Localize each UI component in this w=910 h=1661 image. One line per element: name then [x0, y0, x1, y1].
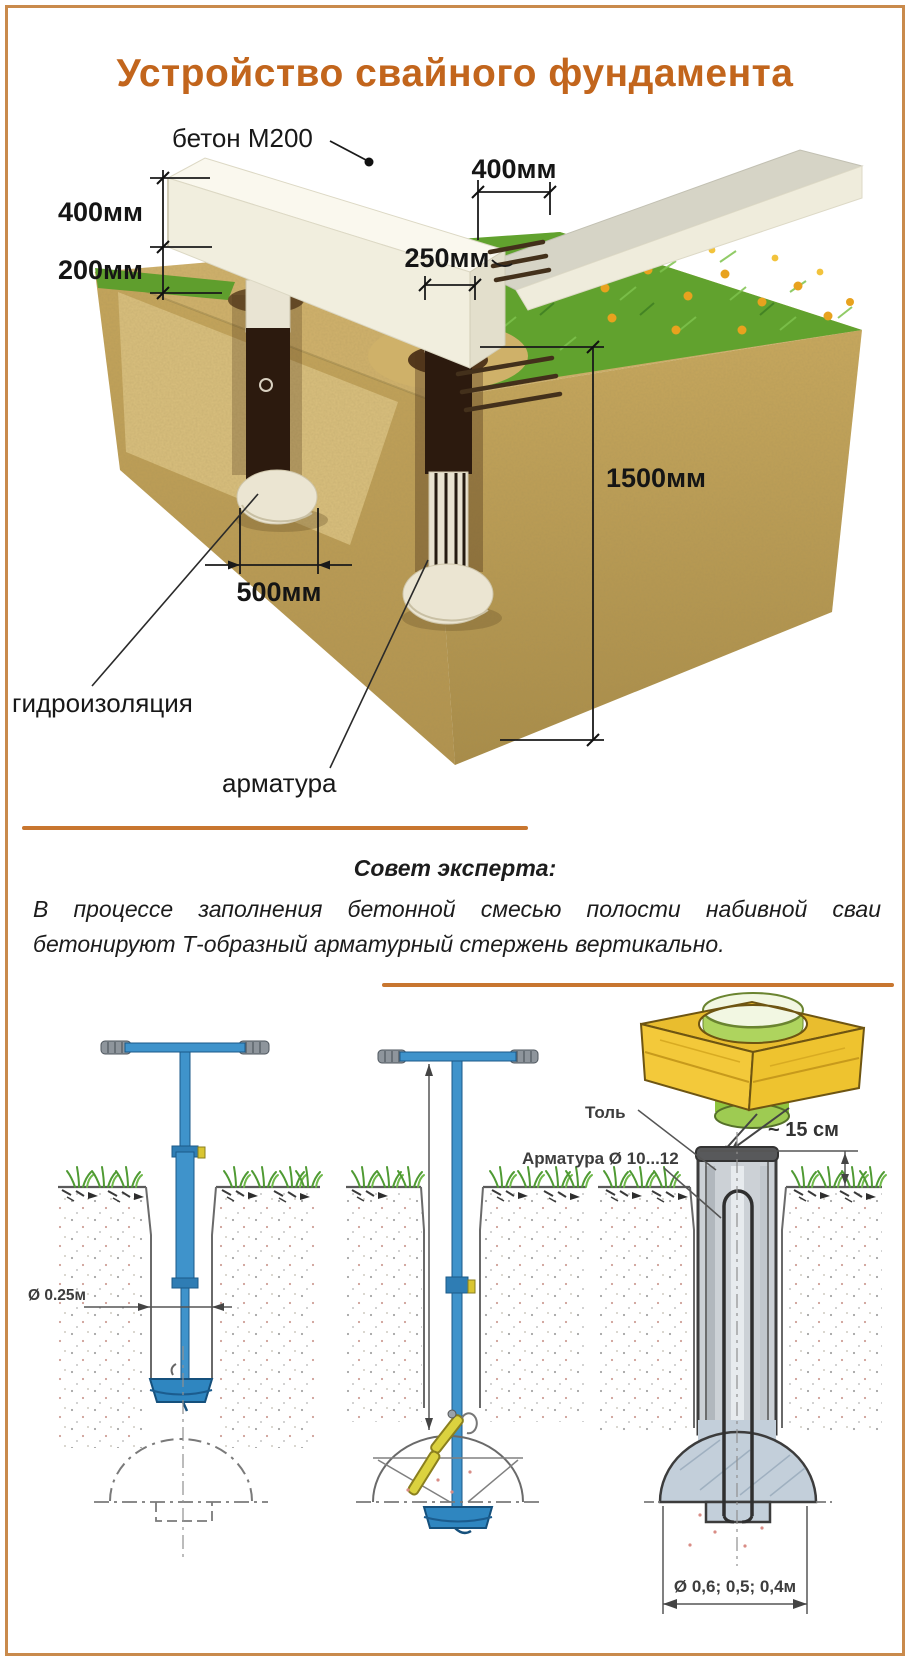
rebar-spec-label: Арматура Ø 10...12 — [522, 1149, 679, 1168]
beam-height-label: 400мм — [58, 197, 143, 227]
rebar-sticks — [455, 239, 563, 413]
pile-right — [402, 311, 502, 631]
auger-blade — [422, 1506, 494, 1529]
dimension-pile-depth: 1500мм — [480, 340, 706, 747]
protrusion-label: ~ 15 см — [768, 1119, 839, 1141]
dimension-beam-clearance: 200мм — [58, 255, 222, 300]
beam-clearance-label: 200мм — [58, 255, 143, 285]
grass-left-edge — [95, 268, 235, 300]
hole-diameter-label: Ø 0.25м — [28, 1287, 86, 1304]
bulb-width-label: 500мм — [237, 577, 322, 607]
bulb-left — [236, 469, 318, 525]
grillage-beam — [166, 149, 864, 369]
pile-foundation-3d-diagram: 400мм 200мм 400мм 250мм 1500мм 500мм — [12, 123, 864, 798]
bulb-stub — [704, 1500, 772, 1524]
hole-wall-left — [145, 1186, 152, 1379]
waterproofing-wrap-left — [246, 328, 290, 480]
dimension-bulb-diameters: Ø 0,6; 0,5; 0,4м — [662, 1506, 808, 1614]
divider-top — [22, 826, 528, 830]
label-felt: Толь — [585, 1103, 717, 1171]
hole-wall-right — [211, 1186, 217, 1379]
dimension-beam-end-width: 250мм — [405, 243, 513, 300]
felt-label: Толь — [585, 1103, 626, 1122]
expert-advice-heading: Совет эксперта: — [353, 855, 557, 881]
auger-tool-2 — [377, 1049, 539, 1508]
expert-advice-text: В процессе заполнения бетонной смесью по… — [33, 896, 881, 957]
auger-tool-1 — [100, 1040, 270, 1412]
coupling — [445, 1276, 469, 1294]
label-waterproofing: гидроизоляция — [12, 493, 259, 718]
t-handle-bar — [399, 1051, 517, 1062]
dimension-beam-height: 400мм — [58, 170, 212, 300]
t-handle-bar — [124, 1042, 246, 1053]
pile-left — [236, 279, 328, 532]
waterproofing-label: гидроизоляция — [12, 688, 193, 718]
bulb-cavity-outline — [372, 1435, 524, 1503]
far-beam-side — [515, 165, 863, 311]
future-bulb-outline — [109, 1438, 253, 1502]
beam-top-width-label: 400мм — [472, 154, 557, 184]
dimension-bulb-width: 500мм — [205, 508, 352, 607]
label-rebar: арматура — [222, 559, 429, 798]
pile-bulb — [658, 1430, 818, 1504]
drawing-hand-auger: Ø 0.25м — [28, 1040, 323, 1558]
formwork-box — [639, 992, 866, 1129]
beam-end-width-label: 250мм — [405, 243, 490, 273]
dimension-hole-diameter: Ø 0.25м — [28, 1287, 232, 1311]
drawing-auger-expander — [346, 1049, 593, 1535]
rebar-label: арматура — [222, 768, 337, 798]
dimension-beam-top-width: 400мм — [471, 154, 557, 240]
divider-bottom — [382, 983, 894, 987]
drawing-formwork-pile: Толь Арматура Ø 10...12 ~ 15 см Ø 0,6; 0… — [522, 992, 887, 1614]
pile-depth-label: 1500мм — [606, 463, 706, 493]
coupling — [171, 1277, 199, 1289]
construction-stages-drawings: Ø 0.25м — [28, 992, 887, 1614]
depth-measure-line — [425, 1064, 433, 1430]
label-rebar-spec: Арматура Ø 10...12 — [522, 1149, 722, 1219]
expander-mechanism — [407, 1409, 478, 1496]
dimension-protrusion: ~ 15 см — [700, 1119, 858, 1187]
concrete-label: бетон М200 — [172, 123, 313, 153]
concrete-pile — [644, 1132, 832, 1566]
u-rebar — [722, 1189, 754, 1516]
page-title: Устройство свайного фундамента — [116, 52, 794, 95]
label-concrete: бетон М200 — [172, 123, 374, 167]
bulb-diameters-label: Ø 0,6; 0,5; 0,4м — [674, 1577, 796, 1596]
bulb-right — [402, 563, 494, 625]
auger-blade — [148, 1378, 214, 1403]
